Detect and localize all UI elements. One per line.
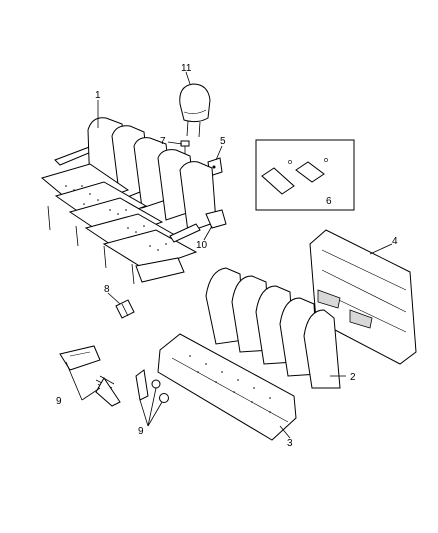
callout-10: 10 bbox=[196, 240, 208, 251]
inset-detail-box bbox=[255, 139, 355, 211]
latch-part bbox=[115, 299, 135, 319]
callout-5: 5 bbox=[220, 136, 226, 147]
callout-9-left: 9 bbox=[56, 396, 62, 407]
headrest-part bbox=[179, 83, 211, 138]
callout-9-right: 9 bbox=[138, 426, 144, 437]
callout-1: 1 bbox=[95, 90, 101, 101]
bench-seat-assembly bbox=[40, 117, 227, 285]
rear-seat-cushion-part bbox=[157, 333, 297, 441]
callout-11: 11 bbox=[181, 63, 192, 74]
callout-3: 3 bbox=[287, 438, 293, 449]
callout-2: 2 bbox=[350, 372, 356, 383]
rear-seat-back-part bbox=[205, 267, 341, 389]
upholstery-pattern bbox=[65, 185, 167, 251]
callout-7: 7 bbox=[160, 136, 166, 147]
callout-4: 4 bbox=[392, 236, 398, 247]
callout-6: 6 bbox=[326, 196, 332, 207]
callout-8: 8 bbox=[104, 284, 110, 295]
hardware-group bbox=[59, 345, 169, 407]
leader-lines bbox=[65, 71, 393, 439]
rear-panel-part bbox=[309, 229, 417, 365]
